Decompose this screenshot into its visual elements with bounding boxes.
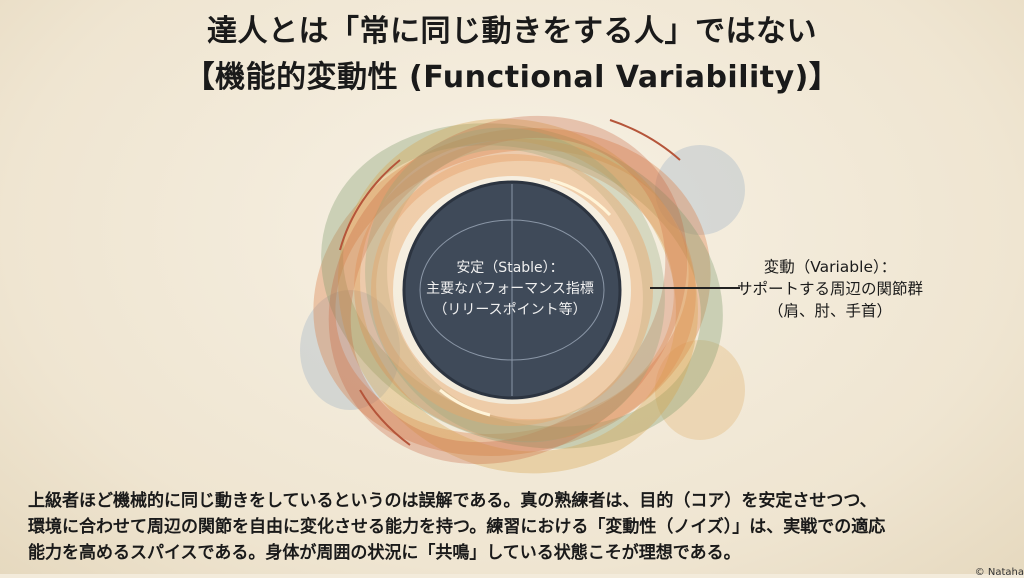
flow-arrows (439, 178, 612, 417)
stable-example: （リリースポイント等） (433, 302, 587, 318)
stable-title: 安定（Stable）： (456, 260, 564, 276)
connector-line (650, 287, 740, 289)
variable-rings (313, 115, 723, 474)
slide-subtitle: 【機能的変動性 (Functional Variability)】 (184, 60, 840, 95)
body-line: 環境に合わせて周辺の関節を自由に変化させる能力を持つ。練習における「変動性（ノイ… (28, 517, 886, 537)
watercolor-wash (300, 145, 745, 440)
copyright: © Nataha (974, 567, 1024, 578)
stable-label: 安定（Stable）： 主要なパフォーマンス指標 （リリースポイント等） (410, 258, 610, 321)
variable-example: （肩、肘、手首） (767, 302, 892, 320)
slide-title: 達人とは「常に同じ動きをする人」ではない (207, 14, 817, 49)
variability-diagram (300, 115, 745, 474)
body-line: 能力を高めるスパイスである。身体が周囲の状況に「共鳴」している状態こそが理想であ… (28, 543, 741, 563)
variable-title: 変動（Variable）： (763, 258, 897, 276)
stable-desc: 主要なパフォーマンス指標 (426, 281, 594, 297)
variable-label: 変動（Variable）： サポートする周辺の関節群 （肩、肘、手首） (725, 256, 935, 322)
outer-arrows (339, 119, 681, 446)
body-text: 上級者ほど機械的に同じ動きをしているというのは誤解である。真の熟練者は、目的（コ… (28, 488, 1018, 566)
body-line: 上級者ほど機械的に同じ動きをしているというのは誤解である。真の熟練者は、目的（コ… (28, 491, 877, 511)
variable-desc: サポートする周辺の関節群 (736, 280, 923, 298)
